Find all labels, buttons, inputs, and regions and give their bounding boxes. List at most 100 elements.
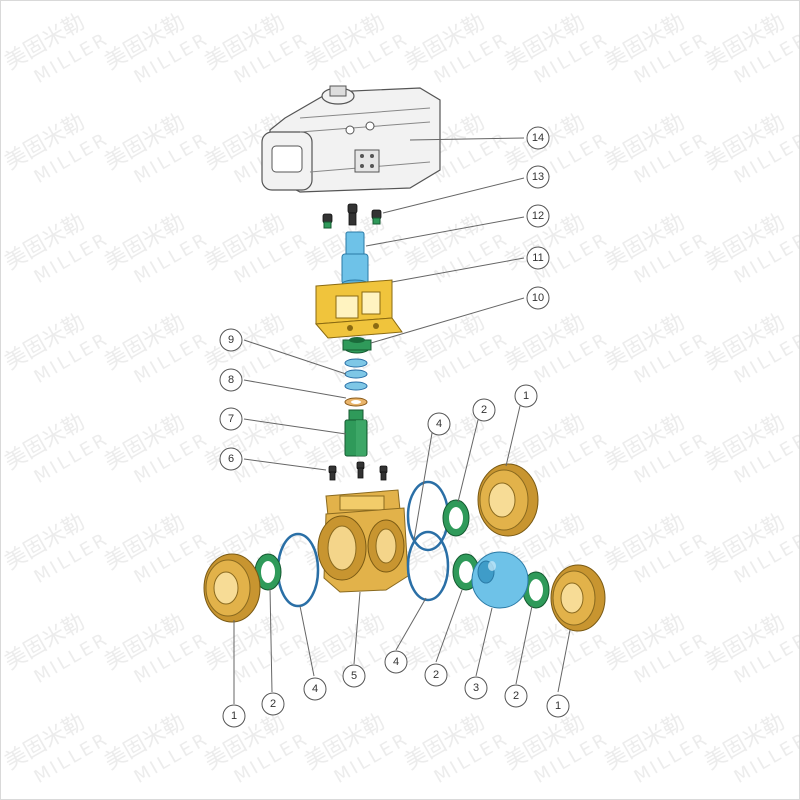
callout-1-top: 1: [514, 384, 538, 408]
end-connectors: [203, 463, 606, 632]
svg-text:9: 9: [228, 334, 234, 346]
svg-text:11: 11: [532, 252, 543, 264]
svg-text:1: 1: [523, 390, 529, 402]
svg-text:4: 4: [393, 656, 399, 668]
svg-text:3: 3: [473, 682, 479, 694]
ball: [471, 551, 529, 609]
svg-text:2: 2: [433, 669, 439, 681]
valve-body: [317, 489, 409, 593]
svg-text:5: 5: [351, 670, 357, 682]
callout-10: 10: [526, 286, 550, 310]
callout-2-top: 2: [472, 398, 496, 422]
svg-text:2: 2: [513, 690, 519, 702]
callout-7: 7: [219, 407, 243, 431]
stem-seals: [344, 358, 368, 391]
svg-text:7: 7: [228, 413, 234, 425]
callout-9: 9: [219, 328, 243, 352]
callout-1-bottom-left: 1: [222, 704, 246, 728]
pneumatic-actuator: [261, 85, 441, 193]
svg-text:8: 8: [228, 374, 234, 386]
callout-13: 13: [526, 165, 550, 189]
mounting-bracket: [314, 279, 403, 339]
gland-nut: [342, 337, 372, 354]
callout-1-bottom-right: 1: [546, 694, 570, 718]
callout-4-bottom-left: 4: [303, 677, 327, 701]
svg-text:14: 14: [532, 132, 544, 144]
coupling: [341, 231, 369, 289]
callout-6: 6: [219, 447, 243, 471]
leader-lines: [233, 137, 571, 704]
svg-text:4: 4: [436, 418, 442, 430]
callout-11: 11: [526, 246, 550, 270]
washer: [344, 397, 368, 407]
callout-3: 3: [464, 676, 488, 700]
actuator-bolts: [322, 203, 382, 229]
callout-2-bottom-right: 2: [504, 684, 528, 708]
callout-4-bottom-middle: 4: [384, 650, 408, 674]
svg-text:10: 10: [532, 292, 544, 304]
callout-8: 8: [219, 368, 243, 392]
svg-text:1: 1: [555, 700, 561, 712]
callout-4-top: 4: [427, 412, 451, 436]
callout-12: 12: [526, 204, 550, 228]
svg-text:6: 6: [228, 453, 234, 465]
callout-14: 14: [526, 126, 550, 150]
svg-text:12: 12: [532, 210, 544, 222]
svg-text:1: 1: [231, 710, 237, 722]
bracket-bolts: [328, 461, 388, 481]
callout-2-bottom-middle: 2: [424, 663, 448, 687]
svg-text:4: 4: [312, 683, 318, 695]
stem: [344, 409, 368, 457]
svg-text:2: 2: [481, 404, 487, 416]
svg-text:2: 2: [270, 698, 276, 710]
callout-5: 5: [342, 664, 366, 688]
